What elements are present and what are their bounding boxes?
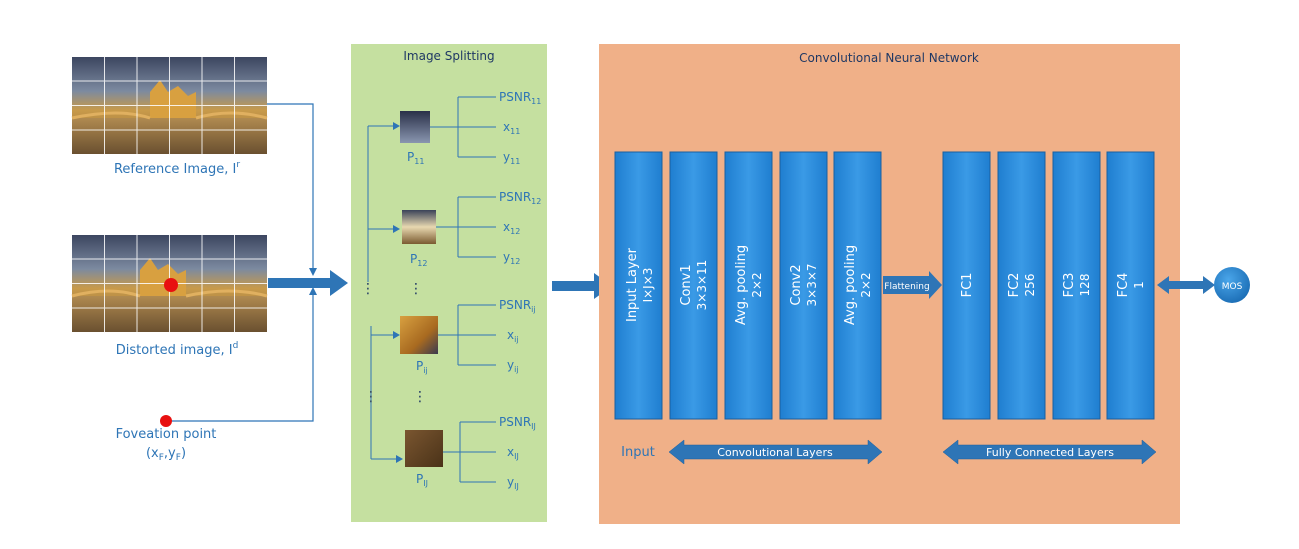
psnr-label: PSNRij: [499, 298, 536, 314]
input-connectors: [172, 103, 314, 422]
reference-image: [71, 57, 268, 154]
patch-12: P12 PSNR12 x12 y12: [402, 190, 541, 268]
y-label: y11: [503, 150, 520, 166]
fc-layer-1: FC1: [942, 151, 991, 420]
output-arrow: [1157, 276, 1215, 294]
x-label: x12: [503, 220, 520, 236]
y-label: yIJ: [507, 475, 519, 491]
svg-text:3×3×11: 3×3×11: [695, 260, 709, 311]
psnr-label: PSNR11: [499, 90, 541, 106]
svg-text:3×3×7: 3×3×7: [805, 263, 819, 306]
distorted-image: [71, 235, 268, 332]
cnn-title: Convolutional Neural Network: [799, 51, 979, 65]
reference-image-label: Reference Image, Ir: [114, 160, 240, 177]
svg-text:2×2: 2×2: [750, 272, 764, 297]
patch-ij: Pij PSNRij xij yij: [400, 298, 536, 375]
svg-text:1: 1: [1132, 281, 1146, 289]
mos-label: MOS: [1222, 282, 1243, 292]
distorted-image-label: Distorted image, Id: [116, 341, 239, 358]
flattening-arrow: Flattening: [883, 271, 942, 299]
patch-IJ: PIJ PSNRIJ xIJ yIJ: [405, 415, 536, 491]
svg-text:FC2: FC2: [1007, 273, 1022, 298]
svg-text:Conv2: Conv2: [789, 264, 804, 305]
patch-label: P12: [410, 252, 427, 268]
patch-label: P11: [407, 150, 424, 166]
svg-text:FC4: FC4: [1116, 273, 1131, 298]
patch-11: P11 PSNR11 x11 y11: [400, 90, 541, 166]
split-tree: [367, 125, 398, 460]
conv-layer-conv1: Conv1 3×3×11: [669, 151, 718, 420]
svg-text:256: 256: [1023, 274, 1037, 297]
svg-text:Input Layer: Input Layer: [625, 247, 640, 322]
y-label: yij: [507, 358, 519, 374]
conv-group-label: Convolutional Layers: [717, 446, 833, 459]
split-ellipsis-4: ⋮: [413, 389, 427, 405]
svg-text:128: 128: [1078, 274, 1092, 297]
fc-layer-4: FC4 1: [1106, 151, 1155, 420]
svg-text:Avg. pooling: Avg. pooling: [734, 245, 749, 325]
foveation-point-dot: [160, 415, 172, 427]
split-ellipsis-1: ⋮: [361, 281, 375, 297]
split-ellipsis-3: ⋮: [364, 389, 378, 405]
fc-layer-3: FC3 128: [1052, 151, 1101, 420]
psnr-label: PSNRIJ: [499, 415, 536, 431]
conv-layer-input: Input Layer I×J×3: [614, 151, 663, 420]
arrow-to-splitting: [268, 270, 348, 296]
input-group-label: Input: [621, 445, 655, 460]
svg-text:FC3: FC3: [1062, 273, 1077, 298]
patch-label: Pij: [416, 359, 428, 375]
foveation-marker: [164, 278, 178, 292]
svg-text:Avg. pooling: Avg. pooling: [843, 245, 858, 325]
fc-group-arrow: Fully Connected Layers: [942, 439, 1157, 465]
fc-group-label: Fully Connected Layers: [986, 446, 1114, 459]
svg-text:FC1: FC1: [960, 273, 975, 298]
x-label: xij: [507, 328, 519, 344]
x-label: x11: [503, 120, 520, 136]
conv-layer-avgpool2: Avg. pooling 2×2: [833, 151, 882, 420]
flattening-label: Flattening: [884, 282, 929, 292]
psnr-label: PSNR12: [499, 190, 541, 206]
conv-layer-conv2: Conv2 3×3×7: [779, 151, 828, 420]
y-label: y12: [503, 250, 520, 266]
image-splitting-panel: [351, 44, 547, 522]
svg-text:Conv1: Conv1: [679, 264, 694, 305]
svg-text:I×J×3: I×J×3: [641, 268, 655, 303]
foveation-coords: (xF,yF): [146, 446, 186, 463]
patch-label: PIJ: [416, 472, 428, 488]
conv-group-arrow: Convolutional Layers: [668, 439, 883, 465]
foveation-point-label: Foveation point: [116, 427, 217, 442]
split-ellipsis-2: ⋮: [409, 281, 423, 297]
svg-text:2×2: 2×2: [859, 272, 873, 297]
fc-layer-2: FC2 256: [997, 151, 1046, 420]
conv-layer-avgpool1: Avg. pooling 2×2: [724, 151, 773, 420]
mos-node: MOS: [1214, 267, 1250, 303]
image-splitting-title: Image Splitting: [403, 49, 494, 63]
x-label: xIJ: [507, 445, 519, 461]
